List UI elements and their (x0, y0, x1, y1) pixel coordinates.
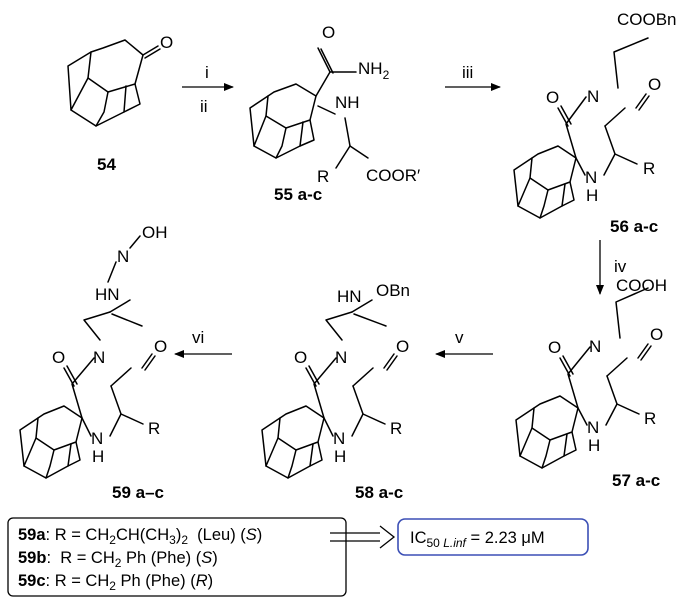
atom-n: N (587, 87, 599, 106)
atom-r: R (148, 419, 160, 438)
legend-box (7, 517, 347, 597)
atom-cooh: COOH (616, 276, 667, 295)
structure-56: O N O N H R COOBn (513, 10, 677, 219)
reagent-label-iv: iv (614, 257, 627, 276)
atom-obn: OBn (376, 281, 410, 300)
atom-o: O (154, 337, 167, 356)
atom-n: N (117, 247, 129, 266)
compound-label-54: 54 (97, 155, 116, 174)
atom-oh: OH (142, 223, 168, 242)
reagent-label-v: v (455, 328, 464, 347)
atom-coobn: COOBn (617, 10, 677, 29)
atom-o: O (322, 23, 335, 42)
atom-n: N (589, 337, 601, 356)
atom-o: O (294, 348, 307, 367)
atom-h: H (334, 447, 346, 466)
reagent-label-i: i (205, 63, 209, 82)
atom-o: O (548, 338, 561, 357)
atom-r: R (317, 167, 329, 186)
atom-o: O (648, 75, 661, 94)
atom-o: O (52, 348, 65, 367)
reagent-label-vi: vi (192, 328, 204, 347)
atom-coor: COOR′ (366, 166, 420, 185)
legend-row-59b: 59b: R = CH2 Ph (Phe) (S) (18, 549, 218, 570)
atom-hn: HN (337, 287, 362, 306)
structure-58: O N O N H R HN OBn (261, 281, 410, 479)
atom-h: H (586, 186, 598, 205)
atom-nh2: NH2 (358, 59, 390, 82)
compound-label-59: 59 a–c (112, 483, 164, 502)
atom-o: O (160, 33, 173, 52)
atom-n: N (333, 429, 345, 448)
atom-o: O (650, 325, 663, 344)
structure-54: O (67, 33, 173, 127)
compound-label-55: 55 a-c (274, 185, 322, 204)
atom-n: N (587, 418, 599, 437)
atom-r: R (390, 419, 402, 438)
atom-r: R (643, 159, 655, 178)
legend-row-59a: 59a: R = CH2CH(CH3)2 (Leu) (S) (18, 526, 262, 547)
ic50-result-box (397, 518, 589, 556)
legend-row-59c: 59c: R = CH2 Ph (Phe) (R) (18, 572, 213, 593)
compound-label-57: 57 a-c (612, 471, 660, 490)
double-arrow (330, 525, 396, 549)
compound-label-56: 56 a-c (610, 217, 658, 236)
atom-o: O (396, 337, 409, 356)
atom-o: O (546, 88, 559, 107)
atom-n: N (91, 429, 103, 448)
atom-n: N (585, 168, 597, 187)
reagent-label-iii: iii (462, 63, 473, 82)
atom-n: N (335, 348, 347, 367)
atom-n: N (93, 348, 105, 367)
structure-57: O N O N H R COOH (515, 276, 667, 469)
atom-h: H (92, 447, 104, 466)
atom-hn: HN (95, 285, 120, 304)
atom-r: R (644, 409, 656, 428)
compound-label-58: 58 a-c (355, 483, 403, 502)
structure-59: O N O N H R HN N OH (19, 223, 168, 479)
atom-h: H (588, 436, 600, 455)
ic50-result-text: IC50 L.inf = 2.23 μM (410, 529, 545, 550)
atom-nh: NH (335, 93, 360, 112)
reagent-label-ii: ii (200, 97, 208, 116)
structure-55: O NH2 NH R COOR′ (249, 23, 420, 186)
